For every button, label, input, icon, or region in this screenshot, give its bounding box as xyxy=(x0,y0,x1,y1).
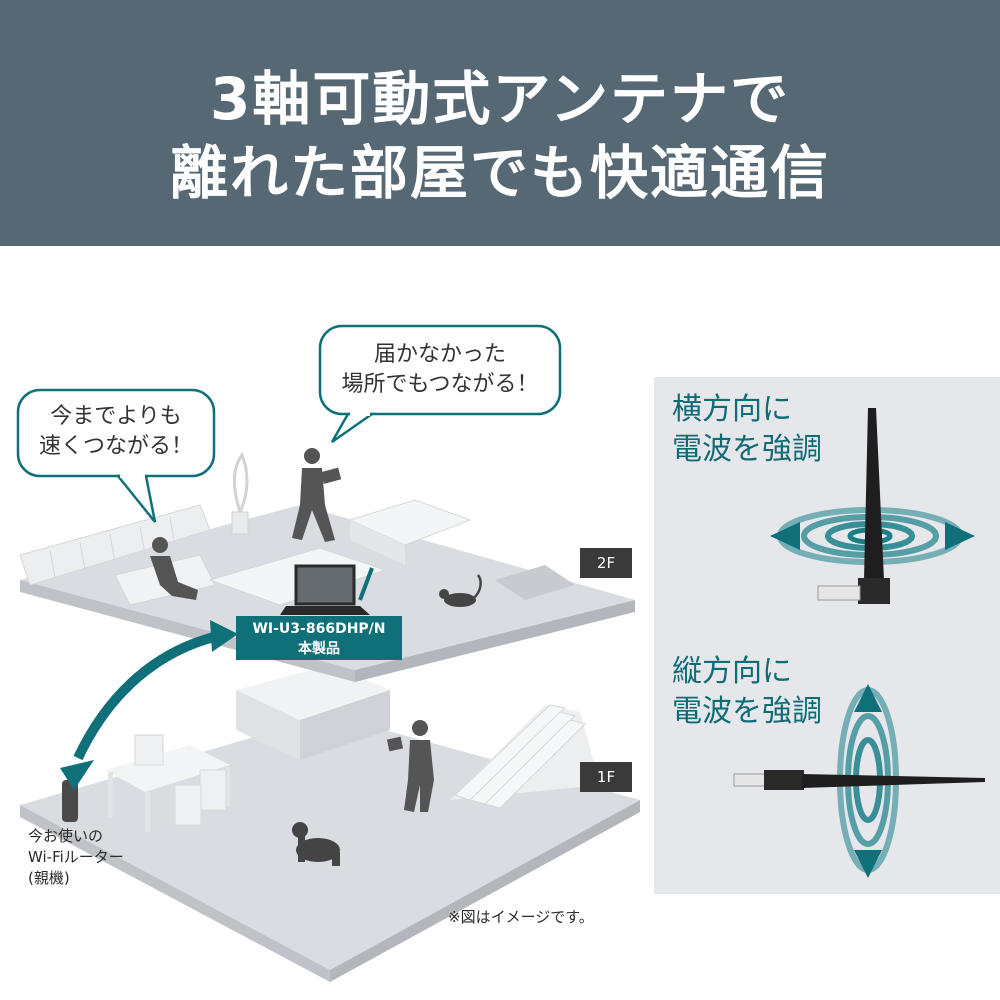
bubble-left-text: 今までよりも 速くつながる！ xyxy=(18,402,214,462)
panel-horizontal-text: 横方向に 電波を強調 xyxy=(672,390,822,470)
headline-line-1: 3軸可動式アンテナで xyxy=(209,65,791,133)
panel-vertical-text: 縦方向に 電波を強調 xyxy=(672,652,822,732)
laptop xyxy=(280,564,374,615)
panel-horizontal-line-1: 横方向に xyxy=(672,392,792,427)
bubble-right-line-1: 届かなかった xyxy=(373,342,506,367)
router-label-line-1: 今お使いの xyxy=(28,827,104,845)
signal-arrow xyxy=(60,620,238,790)
router-label-line-3: (親機) xyxy=(28,869,70,887)
router-label: 今お使いの Wi-Fiルーター (親機) xyxy=(28,826,124,889)
router-device xyxy=(62,780,78,822)
panel-vertical-line-2: 電波を強調 xyxy=(672,694,822,729)
product-label: WI-U3-866DHP/N 本製品 xyxy=(236,616,402,660)
floor-1f xyxy=(20,665,640,982)
panel-vertical-line-1: 縦方向に xyxy=(672,654,792,689)
floor-tag-2f: 2F xyxy=(580,548,632,578)
product-model: WI-U3-866DHP/N xyxy=(252,621,386,637)
bubble-left-line-1: 今までよりも xyxy=(50,404,182,429)
bubble-right-text: 届かなかった 場所でもつながる！ xyxy=(320,340,560,400)
product-caption: 本製品 xyxy=(298,641,340,657)
headline-line-2: 離れた部屋でも快適通信 xyxy=(169,139,830,207)
floor-tag-1f: 1F xyxy=(580,762,632,792)
vertical-wave-illustration xyxy=(733,684,985,878)
router-label-line-2: Wi-Fiルーター xyxy=(28,848,124,866)
bubble-left-line-2: 速くつながる！ xyxy=(38,434,193,459)
horizontal-wave-illustration xyxy=(770,408,975,604)
panel-horizontal-line-2: 電波を強調 xyxy=(672,432,822,467)
speech-bubble-left xyxy=(16,388,216,523)
image-note: ※図はイメージです。 xyxy=(448,908,594,926)
bubble-right-line-2: 場所でもつながる！ xyxy=(341,372,539,397)
header-banner: 3軸可動式アンテナで 離れた部屋でも快適通信 xyxy=(0,0,1000,246)
speech-bubble-right xyxy=(318,324,562,444)
